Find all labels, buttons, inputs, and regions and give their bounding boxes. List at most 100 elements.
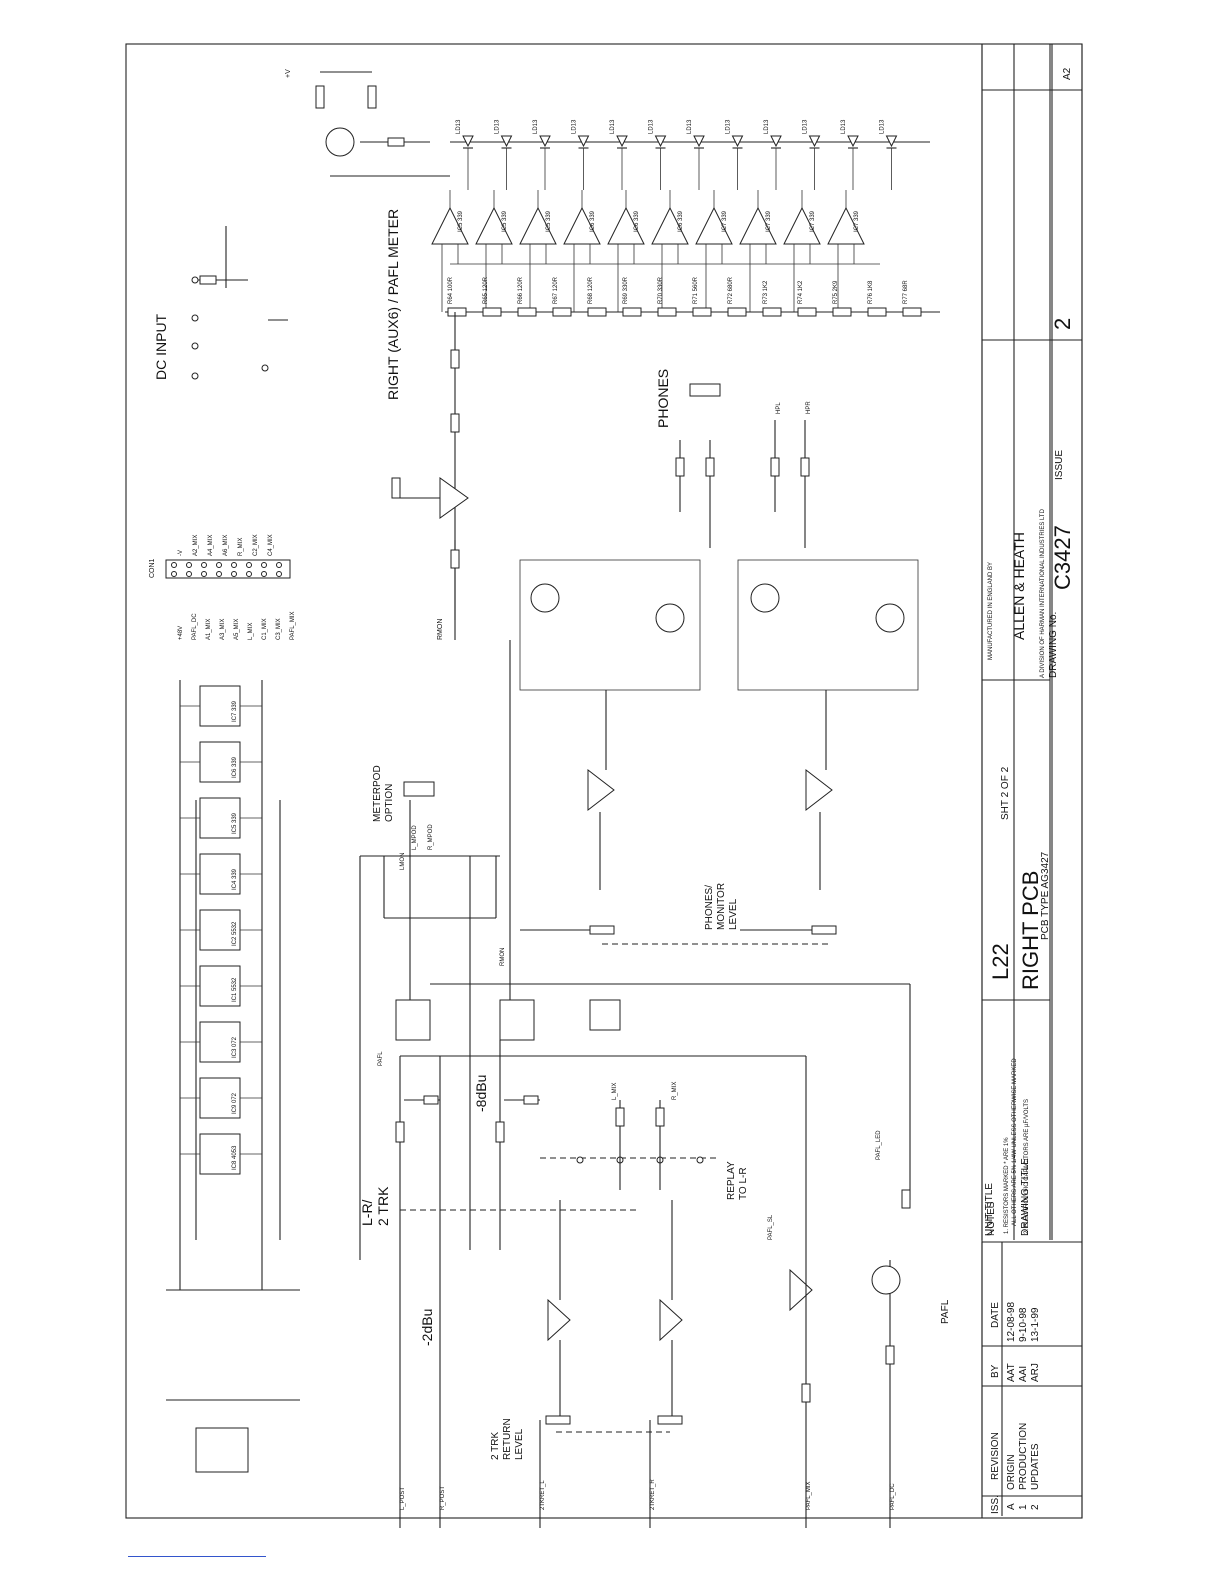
con1-pin-label: A6_MIX [223,535,229,556]
issue-label: ISSUE [1054,450,1065,480]
meter-resistor: R65 120R [482,276,502,317]
svg-text:RETURN: RETURN [502,1418,513,1460]
rev-row-revision: PRODUCTION [1018,1423,1029,1490]
svg-text:+48V: +48V [178,626,184,640]
svg-text:RMON: RMON [500,948,506,966]
con1-pin [246,562,252,568]
rev-row-iss: A [1006,1503,1017,1510]
revision-block: ISS. REVISION BY DATE A ORIGIN AAT 12-08… [981,1058,1082,1516]
meter-led: LD13 [610,119,628,190]
resistor-label: R75 2K9 [833,280,839,304]
company-name: ALLEN & HEATH [1011,532,1027,640]
issue-number: 2 [1050,318,1075,330]
meter-resistor: R64 100R [447,276,467,317]
power-ic-label: IC5 339 [232,812,238,834]
pcb-type: PCB TYPE AG3427 [1040,851,1051,940]
meter-comparator: IC5 339 [475,190,513,312]
power-ic: IC6 339 [180,741,262,783]
meter-led-label: LD13 [764,119,770,134]
con1-pin-label: -V [178,550,184,556]
power-ic: IC9 072 [180,1077,262,1119]
meter-comparator: IC7 339 [783,190,821,312]
unit-title-label: UNIT TITLE [984,1183,995,1236]
power-ic: IC7 339 [180,685,262,727]
meter-led-label: LD13 [841,119,847,134]
meter-resistor: R66 120R [517,276,537,317]
meter-resistor: R70 330R [657,276,677,317]
con1-pin [231,571,237,577]
con1-pin [276,571,282,577]
comparator-label: IC6 339 [678,210,684,232]
svg-text:-2dBu: -2dBu [419,1309,435,1346]
meter-resistor: R73 1K2 [762,280,782,317]
comparator-label: IC7 339 [810,210,816,232]
meter-comparator: IC7 339 [695,190,733,312]
resistor-label: R67 120R [553,276,559,304]
drawing-title: RIGHT PCB [1018,871,1043,990]
rev-header-date: DATE [990,1302,1001,1328]
con1-pin [216,571,222,577]
division-note: A DIVISION OF HARMAN INTERNATIONAL INDUS… [1040,508,1046,678]
net-l-post: L_POST [400,1487,406,1510]
meter-comparator: IC5 339 [431,190,469,312]
meter-resistor: R77 68R [902,280,922,317]
svg-text:R_MPOD: R_MPOD [428,824,434,850]
drawing-no-label: DRAWING No. [1048,612,1059,678]
ic8-power [195,1427,249,1473]
comparator-label: IC7 339 [722,210,728,232]
svg-text:PAFL: PAFL [378,1051,384,1066]
con1-pin [276,562,282,568]
net-pafl-mix: PAFL_MIX [806,1481,812,1510]
con1-pin [261,562,267,568]
meter-comparator: IC7 339 [739,190,777,312]
power-ic-label: IC9 072 [232,1092,238,1114]
comparator-label: IC5 339 [546,210,552,232]
lr-select [395,1040,640,1528]
rev-header-revision: REVISION [990,1432,1001,1480]
meter-resistor: R68 120R [587,276,607,317]
meter-led: LD13 [726,119,744,190]
meter-resistor: R71 560R [692,276,712,317]
meter-led-label: LD13 [533,119,539,134]
note-line: 2. ELECTROLYTIC CAPACITORS ARE µF/VOLTS [1024,1099,1030,1234]
con1-pin-label: L_MIX [248,623,254,640]
svg-text:TO L-R: TO L-R [738,1167,749,1200]
con1-pin [171,571,177,577]
svg-text:LMON: LMON [400,853,406,870]
meter-led-label: LD13 [687,119,693,134]
meter-comparator: IC7 339 [827,190,865,312]
note-line: 1. RESISTORS MARKED * ARE 1% [1004,1137,1010,1234]
rev-row-by: AAT [1006,1363,1017,1382]
power-ic: IC1 5532 [180,965,262,1007]
resistor-label: R66 120R [518,276,524,304]
replay-switch: L_MIX R_MIX [540,1082,720,1190]
meter-led: LD13 [572,119,590,190]
con1-pin-label: C3_MIX [276,618,282,640]
net-rmon: RMON [437,619,444,640]
rev-row-date: 12-08-98 [1006,1302,1017,1342]
dc-input-connectors [191,226,288,380]
rev-row-by: ARJ [1030,1363,1041,1382]
meter-led: LD13 [803,119,821,190]
svg-text:PAFL: PAFL [940,1299,951,1324]
resistor-label: R76 1K8 [868,280,874,304]
con1-pin [171,562,177,568]
rev-header-by: BY [990,1364,1001,1378]
con1-pin [216,562,222,568]
svg-text:2 TRK: 2 TRK [375,1186,391,1226]
ic8-switches: PAFL [378,983,911,1250]
svg-text:CON1: CON1 [149,558,156,578]
con1-pin-label: PAFL_DC [192,613,198,640]
comparator-label: IC5 339 [458,210,464,232]
resistor-label: R69 330R [623,276,629,304]
sheet-size: A2 [1062,67,1073,80]
meter-comparator: IC6 339 [651,190,689,312]
meter-resistor: R72 680R [727,276,747,317]
pafl-section [801,1189,911,1528]
power-ic: IC4 339 [180,853,262,895]
net-pafl-sl: PAFL_SL [768,1214,774,1240]
net-hpl: HPL [776,402,782,414]
